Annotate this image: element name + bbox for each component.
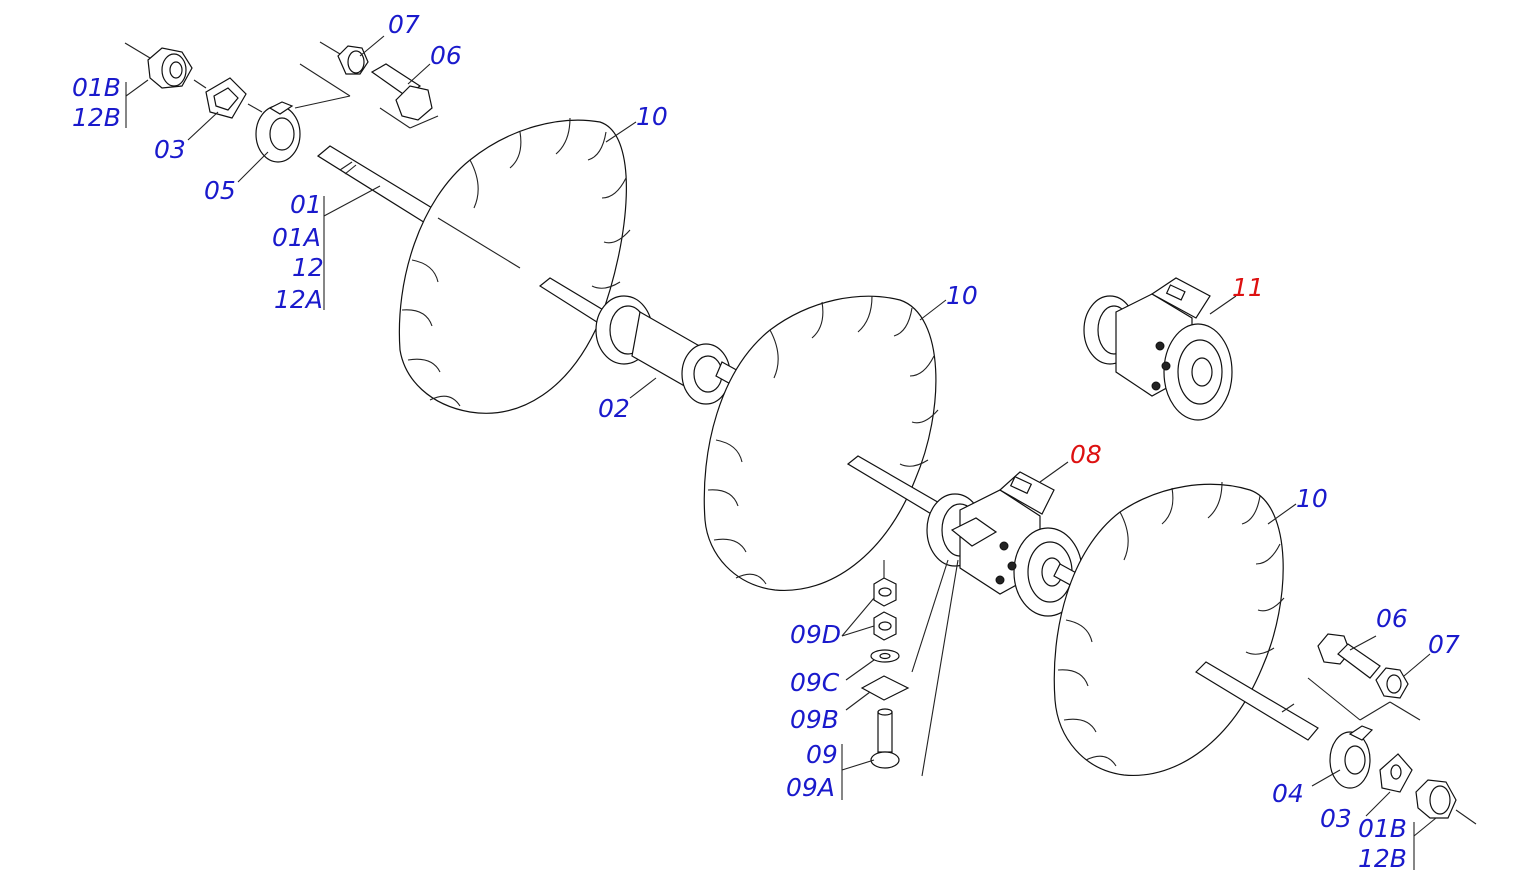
label-12a: 12A: [274, 285, 323, 314]
bracket-05: [247, 101, 301, 163]
label-10-b: 10: [946, 281, 978, 310]
bearing-housing-11: [1083, 277, 1233, 421]
label-01b-bottom: 01B: [1358, 814, 1407, 843]
label-09d: 09D: [790, 620, 842, 649]
label-06-bottom: 06: [1376, 604, 1408, 633]
label-11: 11: [1232, 273, 1264, 302]
label-09: 09: [806, 740, 838, 769]
leader-lines: [125, 35, 1437, 870]
label-07-top: 07: [388, 10, 420, 39]
label-12b-bottom: 12B: [1358, 844, 1407, 873]
disc-10-a: [398, 117, 631, 414]
label-12b-top: 12B: [72, 103, 121, 132]
washer-03-bottom: [1379, 753, 1413, 793]
bearing-housing-08: [926, 471, 1101, 617]
label-09c: 09C: [790, 668, 840, 697]
spacer-02: [595, 295, 763, 405]
nut-07-top: [319, 41, 369, 75]
label-01b-top: 01B: [72, 73, 121, 102]
label-03-bottom: 03: [1320, 804, 1352, 833]
bolt-06-bottom: [1307, 633, 1421, 721]
label-08: 08: [1070, 440, 1102, 469]
label-01: 01: [290, 190, 322, 219]
label-01a: 01A: [272, 223, 321, 252]
nut-07-bottom: [1375, 667, 1409, 699]
bolt-stack-09: [860, 560, 910, 769]
bracket-04: [1329, 725, 1374, 789]
label-09b: 09B: [790, 705, 839, 734]
label-12: 12: [292, 253, 324, 282]
label-02: 02: [598, 394, 630, 423]
disc-10-c: [1053, 481, 1285, 777]
label-03-top: 03: [154, 135, 186, 164]
label-05: 05: [204, 176, 236, 205]
bolt-06-top: [294, 63, 439, 129]
washer-03-top: [193, 77, 247, 119]
label-07-bottom: 07: [1428, 630, 1460, 659]
label-06-top: 06: [430, 41, 462, 70]
disc-10-b: [703, 295, 949, 592]
nut-01b-top: [124, 42, 193, 89]
nut-01b-bottom: [1415, 779, 1477, 825]
shaft-01-bottom: [1195, 661, 1319, 741]
label-04: 04: [1272, 779, 1304, 808]
label-09a: 09A: [786, 773, 835, 802]
label-10-a: 10: [636, 102, 668, 131]
label-10-c: 10: [1296, 484, 1328, 513]
